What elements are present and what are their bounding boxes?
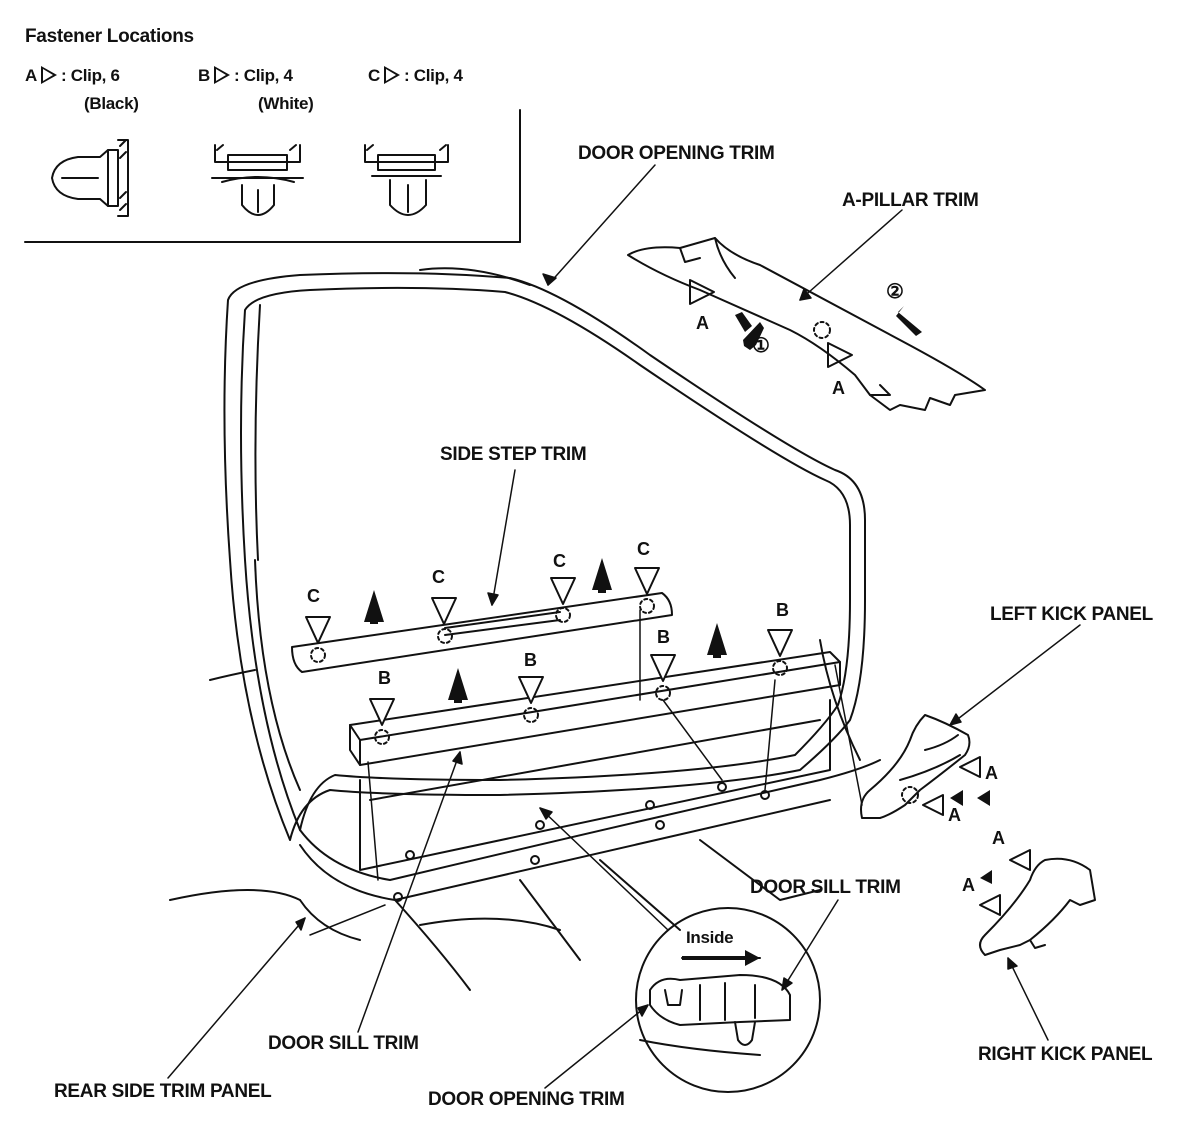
legend-desc-a: : Clip, 6 [60,66,120,85]
label-door-opening-trim-bottom: DOOR OPENING TRIM [428,1089,625,1110]
clip-triangle-markers [305,279,1031,916]
callout-b-2: B [524,650,537,670]
legend-key-c: C [368,66,380,85]
label-rear-side-trim-panel: REAR SIDE TRIM PANEL [54,1081,272,1102]
door-opening-outline [223,267,866,841]
callout-c-3: C [553,551,566,571]
clip-positions [310,321,919,804]
callout-b-3: B [657,627,670,647]
legend-note-b: (White) [258,94,314,113]
removal-arrows [364,306,992,884]
legend-key-a: A [25,66,37,85]
label-left-kick-panel: LEFT KICK PANEL [990,604,1153,625]
right-kick-panel-part [979,857,1096,956]
triangle-icon [213,66,230,84]
callout-a-5: A [992,828,1005,848]
label-inside: Inside [686,928,734,947]
callout-a-4: A [948,805,961,825]
label-a-pillar-trim: A-PILLAR TRIM [842,190,979,211]
callout-a-3: A [985,763,998,783]
callout-c-1: C [307,586,320,606]
step-2-marker: ② [886,281,904,303]
label-door-sill-trim-bottom: DOOR SILL TRIM [268,1033,419,1054]
legend-note-a: (Black) [84,94,139,113]
legend-desc-b: : Clip, 4 [233,66,293,85]
legend-item-b: B : Clip, 4 [198,66,293,86]
legend-key-b: B [198,66,210,85]
legend-frame [24,109,521,243]
callout-a-2: A [832,378,845,398]
callout-a-1: A [696,313,709,333]
a-pillar-trim-part [627,237,986,411]
callout-c-4: C [637,539,650,559]
legend-title: Fastener Locations [25,26,194,47]
floor-area [169,639,881,991]
clip-c-illustration [364,144,449,216]
legend-desc-c: : Clip, 4 [403,66,463,85]
callout-b-1: B [378,668,391,688]
left-kick-panel-part [860,714,971,819]
label-side-step-trim: SIDE STEP TRIM [440,444,587,465]
step-1-marker: ① [752,335,770,357]
clip-b-illustration [211,144,304,216]
clip-a-illustration [51,139,129,217]
callout-b-4: B [776,600,789,620]
label-leaders [167,164,1081,1089]
triangle-icon [383,66,400,84]
callout-a-6: A [962,875,975,895]
inside-arrow [682,950,760,966]
label-door-sill-trim-right: DOOR SILL TRIM [750,877,901,898]
label-right-kick-panel: RIGHT KICK PANEL [978,1044,1153,1065]
side-step-trim-part [291,592,673,673]
callout-c-2: C [432,567,445,587]
door-sill-trim-part [349,651,841,766]
clip-leaders [367,609,863,881]
label-door-opening-trim-top: DOOR OPENING TRIM [578,143,775,164]
legend-item-c: C : Clip, 4 [368,66,463,86]
legend-item-a: A : Clip, 6 [25,66,120,86]
triangle-icon [40,66,57,84]
